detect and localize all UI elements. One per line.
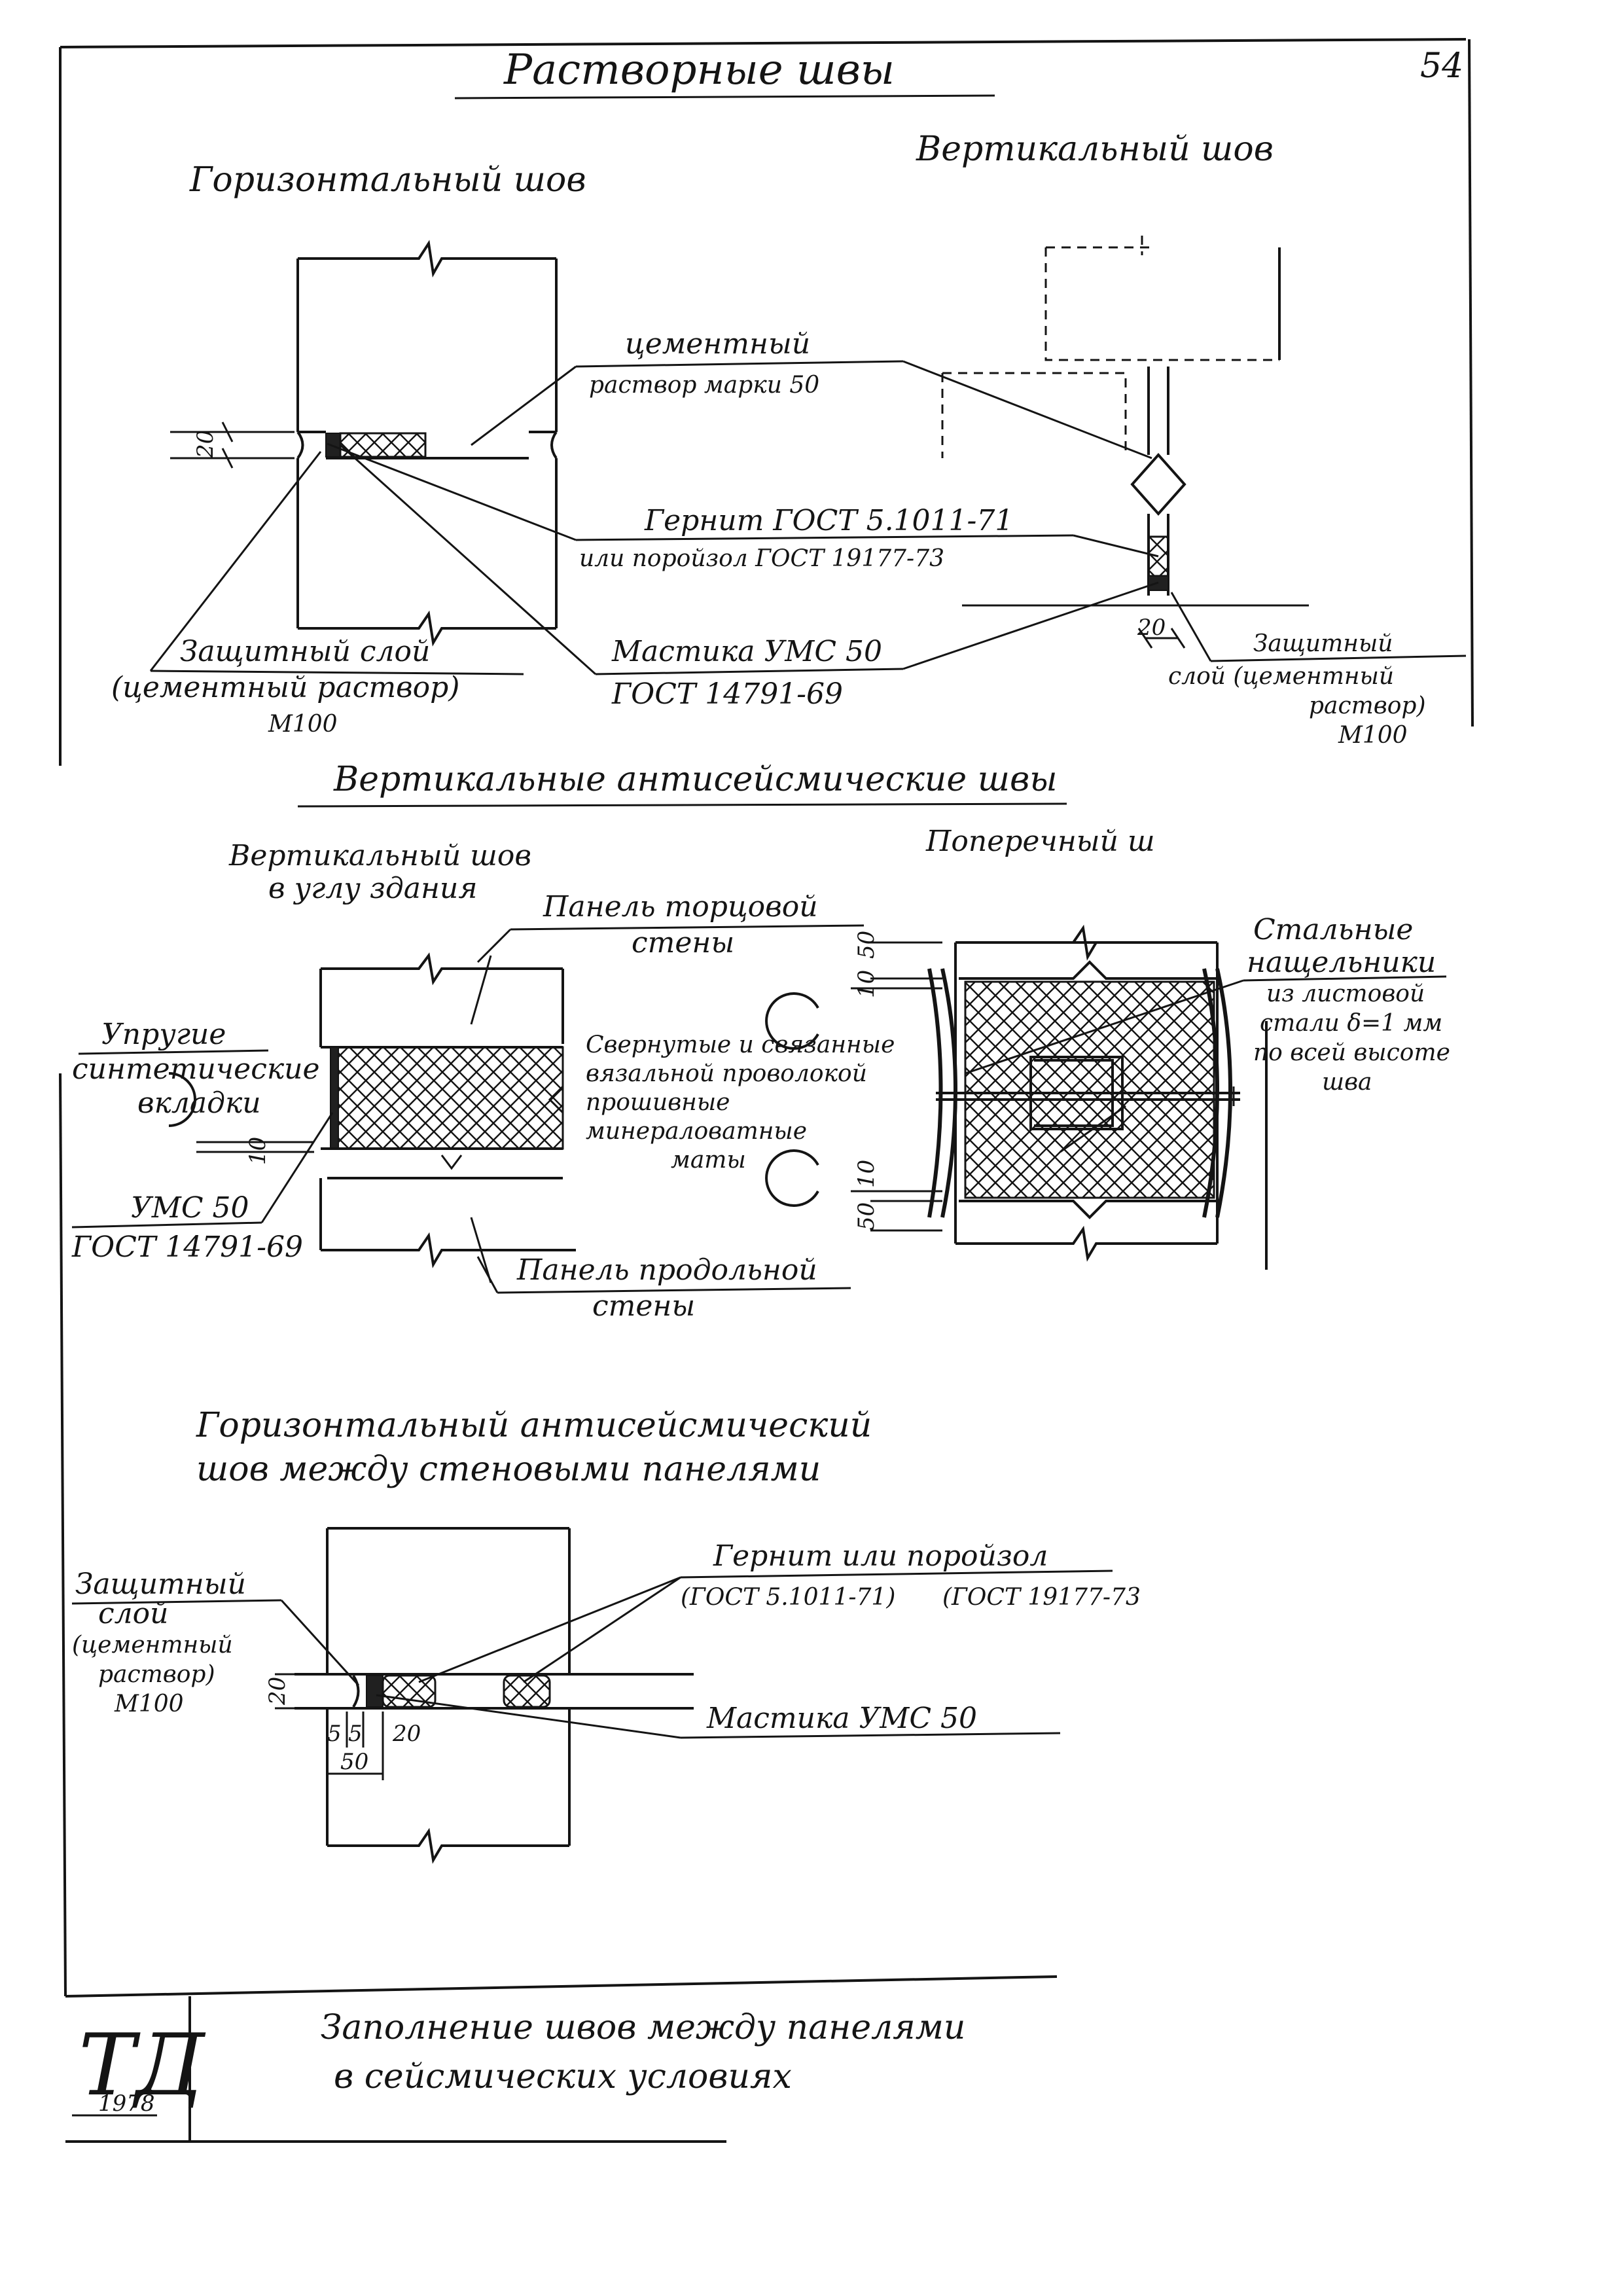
vertical-joint-heading: Вертикальный шов bbox=[916, 130, 1274, 169]
horizontal-joint-heading: Горизонтальный шов bbox=[189, 160, 586, 200]
dim-transverse-bot-a: 10 bbox=[853, 1160, 880, 1188]
label-ha-protective-1: Защитный bbox=[75, 1568, 246, 1601]
label-end-panel-2: стены bbox=[632, 926, 734, 960]
label-steel-6: шва bbox=[1322, 1069, 1372, 1096]
stamp-year: 1978 bbox=[98, 2090, 155, 2117]
caption-line-2: в сейсмических условиях bbox=[334, 2057, 792, 2096]
transverse-joint-heading: Поперечный ш bbox=[925, 825, 1155, 858]
dim-transverse-top-a: 50 bbox=[853, 931, 880, 959]
label-steel-2: нащельники bbox=[1247, 946, 1436, 979]
label-protective-right-4: М100 bbox=[1338, 722, 1408, 749]
label-ha-gernit-1: Гернит или поройзол bbox=[713, 1539, 1048, 1573]
label-ha-gernit-gost-b: (ГОСТ 19177-73 bbox=[942, 1584, 1141, 1611]
dim-vertical-joint: 20 bbox=[1137, 615, 1166, 641]
label-steel-4: стали δ=1 мм bbox=[1260, 1010, 1442, 1037]
label-elastic-3: вкладки bbox=[137, 1086, 261, 1120]
caption-line-1: Заполнение швов между панелями bbox=[321, 2008, 965, 2047]
vertical-joint-drawing bbox=[941, 236, 1309, 649]
horizontal-antiseismic-drawing bbox=[275, 1527, 694, 1864]
dim-transverse-bot-b: 50 bbox=[853, 1202, 880, 1230]
sheet-frame bbox=[59, 38, 1474, 1997]
corner-joint-heading-2: в углу здания bbox=[268, 872, 477, 905]
label-protective-right-1: Защитный bbox=[1253, 630, 1393, 657]
dim-corner-joint: 10 bbox=[245, 1137, 271, 1165]
label-ha-protective-5: М100 bbox=[114, 1691, 184, 1717]
corner-joint-drawing bbox=[168, 952, 576, 1283]
label-mats-5: маты bbox=[671, 1147, 746, 1174]
label-steel-3: из листовой bbox=[1266, 980, 1425, 1007]
label-ha-gernit-gost-a: (ГОСТ 5.1011-71) bbox=[681, 1584, 895, 1611]
horizontal-antiseismic-heading-2: шов между стеновыми панелями bbox=[196, 1450, 821, 1489]
dim-offset-c: 20 bbox=[392, 1721, 421, 1747]
label-cement-1: цементный bbox=[625, 327, 810, 361]
title-block bbox=[65, 1975, 1058, 2143]
label-protective-right-3: раствор) bbox=[1309, 692, 1426, 719]
label-ums-2: ГОСТ 14791-69 bbox=[71, 1230, 303, 1264]
label-mats-4: минераловатные bbox=[586, 1118, 807, 1145]
label-elastic-1: Упругие bbox=[101, 1018, 226, 1051]
dim-horizontal-joint: 20 bbox=[192, 430, 219, 459]
label-mats-3: прошивные bbox=[586, 1089, 730, 1116]
label-ums-1: УМС 50 bbox=[131, 1191, 249, 1225]
transverse-joint-drawing bbox=[765, 924, 1240, 1262]
title-underline bbox=[454, 94, 995, 99]
label-long-panel-2: стены bbox=[592, 1289, 695, 1323]
dim-offset-total: 50 bbox=[340, 1749, 368, 1775]
stamp-letters: ТД bbox=[79, 2015, 206, 2115]
horizontal-antiseismic-heading-1: Горизонтальный антисейсмический bbox=[196, 1406, 872, 1445]
antiseismic-heading: Вертикальные антисейсмические швы bbox=[333, 760, 1058, 799]
label-elastic-2: синтетические bbox=[72, 1052, 320, 1086]
label-mats-1: Свернутые и связанные bbox=[586, 1031, 895, 1058]
label-long-panel-1: Панель продольной bbox=[516, 1253, 817, 1287]
horizontal-joint-drawing bbox=[170, 240, 558, 647]
label-mats-2: вязальной проволокой bbox=[586, 1060, 867, 1087]
page-number: 54 bbox=[1420, 46, 1463, 86]
dim-offset-b: 5 bbox=[348, 1721, 363, 1747]
label-protective-left-1: Защитный слой bbox=[180, 635, 430, 668]
label-gernit-2: или поройзол ГОСТ 19177-73 bbox=[579, 545, 944, 572]
label-gernit-1: Гернит ГОСТ 5.1011-71 bbox=[644, 504, 1013, 537]
label-protective-left-3: М100 bbox=[268, 711, 338, 738]
dim-transverse-top-b: 10 bbox=[853, 970, 880, 998]
dim-offset-a: 5 bbox=[327, 1721, 342, 1747]
page-title: Растворные швы bbox=[503, 46, 895, 94]
label-mastic-1: Мастика УМС 50 bbox=[611, 635, 882, 668]
label-mastic-2: ГОСТ 14791-69 bbox=[611, 677, 843, 711]
corner-joint-heading-1: Вертикальный шов bbox=[228, 839, 531, 872]
label-protective-left-2: (цементный раствор) bbox=[111, 671, 459, 704]
label-cement-2: раствор марки 50 bbox=[589, 372, 819, 399]
label-steel-1: Стальные bbox=[1253, 913, 1413, 946]
label-end-panel-1: Панель торцовой bbox=[543, 890, 818, 924]
label-ha-protective-3: (цементный bbox=[72, 1632, 233, 1659]
label-steel-5: по всей высоте bbox=[1253, 1039, 1450, 1066]
label-protective-right-2: слой (цементный bbox=[1168, 663, 1394, 690]
dim-joint-height: 20 bbox=[264, 1677, 291, 1706]
label-ha-mastic: Мастика УМС 50 bbox=[706, 1702, 977, 1735]
label-ha-protective-4: раствор) bbox=[98, 1661, 215, 1688]
